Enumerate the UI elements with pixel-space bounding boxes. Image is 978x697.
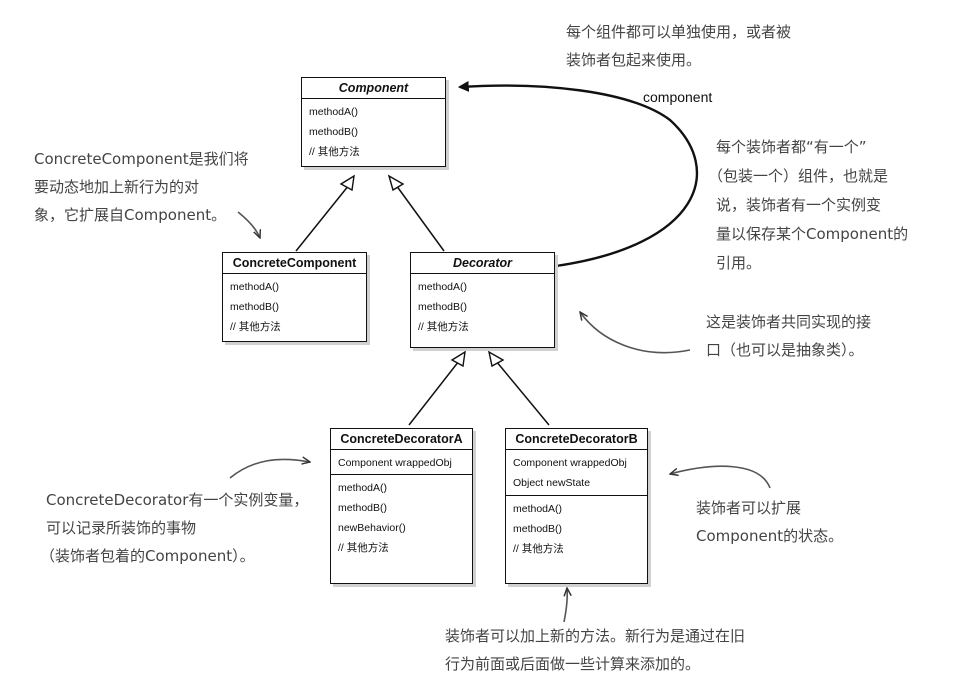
class-concrete-decorator-a: ConcreteDecoratorA Component wrappedObj … bbox=[330, 428, 473, 584]
note-concrete-decorator-b: 装饰者可以扩展 Component的状态。 bbox=[696, 494, 843, 550]
operation: methodA() bbox=[418, 281, 468, 293]
pointer-arrow-concrete-decorator-a bbox=[229, 459, 310, 479]
attributes: Component wrappedObj Object newState bbox=[506, 450, 647, 495]
note-decorator-interface: 这是装饰者共同实现的接 口（也可以是抽象类）。 bbox=[706, 308, 871, 364]
attributes: Component wrappedObj bbox=[331, 450, 472, 474]
note-line: 象，它扩展自Component。 bbox=[34, 206, 227, 224]
note-line: Component的状态。 bbox=[696, 527, 844, 545]
note-line: 每个装饰者都“有一个” bbox=[716, 138, 867, 156]
operations: methodA() methodB() newBehavior() // 其他方… bbox=[331, 474, 472, 560]
note-line: ConcreteComponent是我们将 bbox=[34, 150, 249, 168]
operation: methodB() bbox=[338, 502, 388, 514]
operation: newBehavior() bbox=[338, 522, 406, 534]
attribute: Component wrappedObj bbox=[513, 457, 627, 469]
pointer-arrow-bottom bbox=[563, 588, 567, 623]
operation: methodB() bbox=[513, 523, 563, 535]
operation: // 其他方法 bbox=[309, 146, 360, 158]
note-line: 说，装饰者有一个实例变 bbox=[716, 196, 882, 214]
note-line: 口（也可以是抽象类）。 bbox=[706, 341, 864, 359]
inheritance-decoratora-to-decorator bbox=[408, 350, 466, 426]
note-line: 引用。 bbox=[716, 254, 762, 272]
inheritance-concretecomponent-to-component bbox=[295, 174, 355, 252]
note-line: 装饰者可以扩展 bbox=[696, 499, 802, 517]
operation: methodA() bbox=[230, 281, 280, 293]
operation: // 其他方法 bbox=[418, 321, 469, 333]
operation: methodB() bbox=[418, 301, 468, 313]
note-decorator-has-a: 每个装饰者都“有一个” （包装一个）组件，也就是 说，装饰者有一个实例变 量以保… bbox=[708, 133, 909, 278]
class-component: Component methodA() methodB() // 其他方法 bbox=[301, 77, 446, 167]
pointer-arrow-decorator bbox=[580, 312, 691, 354]
note-line: ConcreteDecorator有一个实例变量， bbox=[46, 491, 309, 509]
note-line: （装饰者包着的Component）。 bbox=[40, 547, 255, 565]
inheritance-decorator-to-component bbox=[387, 174, 445, 252]
pointer-arrow-concrete-decorator-b bbox=[670, 465, 771, 489]
note-line: 每个组件都可以单独使用，或者被 bbox=[566, 23, 792, 41]
operation: // 其他方法 bbox=[338, 542, 389, 554]
note-line: 可以记录所装饰的事物 bbox=[46, 519, 197, 537]
association-label: component bbox=[643, 89, 713, 105]
operations: methodA() methodB() // 其他方法 bbox=[411, 274, 554, 339]
note-line: 行为前面或后面做一些计算来添加的。 bbox=[445, 655, 701, 673]
attribute: Component wrappedObj bbox=[338, 457, 452, 469]
class-concrete-decorator-b: ConcreteDecoratorB Component wrappedObj … bbox=[505, 428, 648, 584]
note-line: 装饰者可以加上新的方法。新行为是通过在旧 bbox=[445, 627, 746, 645]
operation: methodA() bbox=[513, 503, 563, 515]
note-top-right: 每个组件都可以单独使用，或者被 装饰者包起来使用。 bbox=[566, 18, 791, 74]
attribute: Object newState bbox=[513, 477, 591, 489]
note-concrete-component: ConcreteComponent是我们将 要动态地加上新行为的对 象，它扩展自… bbox=[34, 145, 249, 229]
note-line: 装饰者包起来使用。 bbox=[566, 51, 702, 69]
pointer-arrow-concrete-component bbox=[237, 211, 260, 238]
note-line: 这是装饰者共同实现的接 bbox=[706, 313, 872, 331]
class-decorator: Decorator methodA() methodB() // 其他方法 bbox=[410, 252, 555, 348]
note-line: 要动态地加上新行为的对 bbox=[34, 178, 200, 196]
operation: methodA() bbox=[338, 482, 388, 494]
class-title: Decorator bbox=[411, 253, 554, 274]
class-title: ConcreteDecoratorB bbox=[506, 429, 647, 450]
note-line: 量以保存某个Component的 bbox=[716, 225, 909, 243]
class-title: ConcreteDecoratorA bbox=[331, 429, 472, 450]
operation: methodA() bbox=[309, 106, 359, 118]
note-line: （包装一个）组件，也就是 bbox=[708, 167, 889, 185]
operations: methodA() methodB() // 其他方法 bbox=[506, 495, 647, 561]
class-concrete-component: ConcreteComponent methodA() methodB() //… bbox=[222, 252, 367, 342]
inheritance-decoratorb-to-decorator bbox=[487, 350, 550, 426]
operations: methodA() methodB() // 其他方法 bbox=[302, 99, 445, 164]
operation: // 其他方法 bbox=[230, 321, 281, 333]
association-decorator-to-component bbox=[457, 80, 699, 268]
operation: // 其他方法 bbox=[513, 543, 564, 555]
operations: methodA() methodB() // 其他方法 bbox=[223, 274, 366, 339]
note-bottom: 装饰者可以加上新的方法。新行为是通过在旧 行为前面或后面做一些计算来添加的。 bbox=[445, 622, 745, 678]
class-title: ConcreteComponent bbox=[223, 253, 366, 274]
note-concrete-decorator-a: ConcreteDecorator有一个实例变量， 可以记录所装饰的事物 （装饰… bbox=[40, 486, 309, 570]
operation: methodB() bbox=[309, 126, 359, 138]
operation: methodB() bbox=[230, 301, 280, 313]
class-title: Component bbox=[302, 78, 445, 99]
